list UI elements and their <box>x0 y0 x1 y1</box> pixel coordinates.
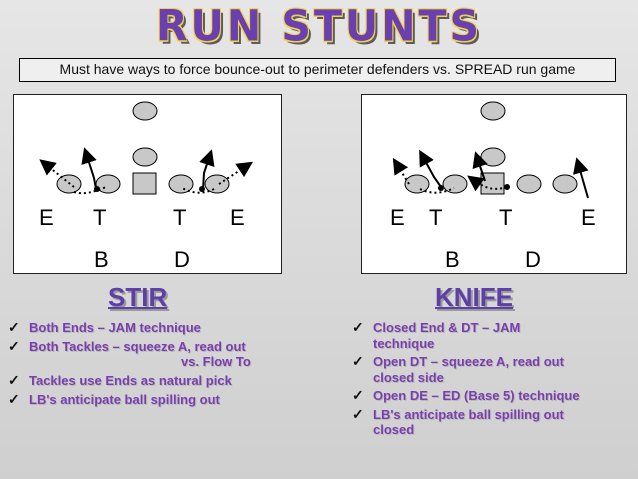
end-stunt-path <box>392 157 410 185</box>
checkmark-icon: ✓ <box>8 337 20 354</box>
list-item: ✓ Open DT – squeeze A, read out closed s… <box>352 353 564 385</box>
list-item: ✓ Both Ends – JAM technique <box>8 319 201 335</box>
offensive-lineman-marker <box>442 174 468 194</box>
end-stunt-path <box>73 186 107 195</box>
label-defensive-tackle: T <box>93 205 107 230</box>
checkmark-icon: ✓ <box>352 387 364 403</box>
tackle-path <box>81 147 97 190</box>
label-defensive-tackle: T <box>499 205 513 230</box>
quarterback-marker <box>132 147 158 167</box>
label-linebacker-b: B <box>445 247 460 272</box>
checkmark-icon: ✓ <box>352 319 364 335</box>
end-stunt-path <box>39 159 75 188</box>
center-marker <box>132 172 157 195</box>
offensive-lineman-marker <box>168 174 194 194</box>
label-linebacker-d: D <box>174 247 190 272</box>
checkmark-icon: ✓ <box>352 353 364 369</box>
label-defensive-end: E <box>230 205 245 230</box>
checkmark-icon: ✓ <box>8 319 20 335</box>
checkmark-icon: ✓ <box>8 371 20 388</box>
knife-heading: KNIFE <box>435 282 513 312</box>
end-path <box>573 157 589 199</box>
list-item: ✓ Both Tackles – squeeze A, read out vs.… <box>8 337 251 369</box>
offensive-lineman-marker <box>516 174 542 194</box>
checkmark-icon: ✓ <box>352 405 364 422</box>
offensive-lineman-marker <box>204 174 230 194</box>
center-marker <box>480 172 505 195</box>
label-defensive-end: E <box>581 205 596 230</box>
offensive-lineman-marker <box>552 174 578 194</box>
page-title: RUN STUNTS <box>155 0 483 52</box>
quarterback-marker <box>480 147 506 167</box>
list-item: ✓ Open DE – ED (Base 5) technique <box>352 387 580 403</box>
stir-bullet-list: ✓ Both Ends – JAM technique ✓ Both Tackl… <box>5 319 325 408</box>
stir-formation-graphic <box>39 101 254 195</box>
stir-diagram: E T T E B D <box>13 94 282 274</box>
knife-formation-graphic <box>392 101 589 199</box>
end-stunt-path <box>218 161 254 185</box>
list-item: ✓ LB's anticipate ball spilling out <box>8 391 220 407</box>
list-item: ✓ Tackles use Ends as natural pick <box>8 371 232 388</box>
label-defensive-end: E <box>39 205 54 230</box>
tackle-path <box>199 149 215 190</box>
offensive-lineman-marker <box>404 174 430 194</box>
subtitle-banner: Must have ways to force bounce-out to pe… <box>19 58 616 82</box>
knife-diagram: E T T E B D <box>361 94 627 274</box>
label-defensive-tackle: T <box>429 205 443 230</box>
list-item: ✓ LB's anticipate ball spilling out clos… <box>352 405 564 437</box>
tackle-path <box>419 149 442 188</box>
checkmark-icon: ✓ <box>8 391 20 407</box>
knife-bullet-list: ✓ Closed End & DT – JAM technique ✓ Open… <box>349 319 638 438</box>
end-stunt-path <box>181 187 215 194</box>
label-defensive-end: E <box>390 205 405 230</box>
list-item: ✓ Closed End & DT – JAM technique <box>352 319 521 351</box>
running-back-marker <box>480 101 506 121</box>
label-linebacker-b: B <box>94 247 109 272</box>
label-linebacker-d: D <box>525 247 541 272</box>
stir-heading: STIR <box>108 282 168 312</box>
label-defensive-tackle: T <box>173 205 187 230</box>
running-back-marker <box>132 101 158 121</box>
tackle-path <box>472 151 488 182</box>
